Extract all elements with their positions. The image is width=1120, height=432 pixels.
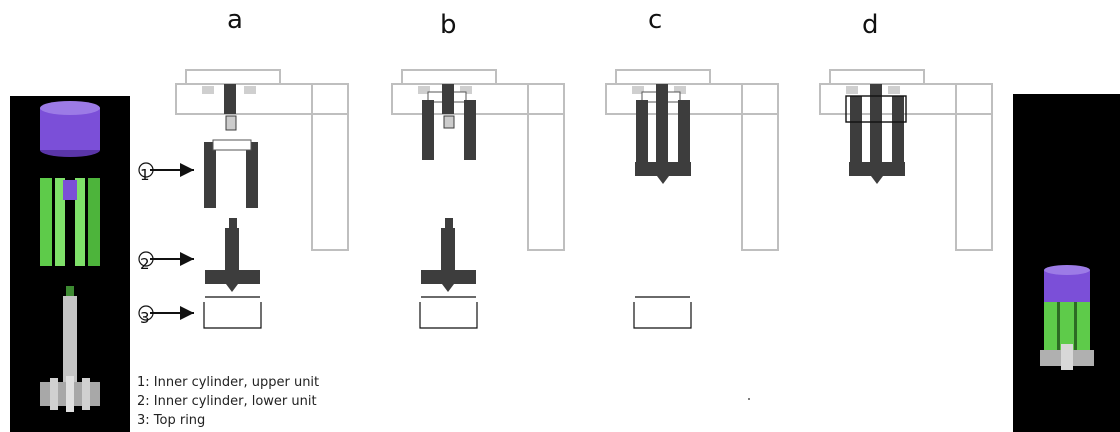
panel-d-point	[871, 176, 883, 184]
panel-c-right-leg	[678, 100, 690, 164]
callout-circle-3	[138, 305, 154, 321]
panel-d-center-shaft	[870, 84, 882, 164]
panel-label-b: b	[440, 10, 457, 40]
right-green-body	[1044, 294, 1090, 350]
right-base-fin	[1061, 344, 1073, 370]
left-green-inner-purple	[63, 180, 77, 200]
right-green-slot-1	[1057, 294, 1060, 350]
panel-c-frame	[605, 69, 779, 251]
panel-a-unit2-point	[226, 284, 238, 292]
panel-c	[605, 69, 779, 329]
legend-item-2: 2: Inner cylinder, lower unit	[137, 394, 317, 409]
panel-d-left-leg	[850, 96, 862, 164]
left-purple-cylinder-top	[40, 101, 100, 115]
callout-number-2: 2	[140, 255, 150, 273]
left-green-segment-3	[75, 178, 85, 266]
panel-b-unit2-tip	[445, 218, 453, 230]
panel-d	[819, 69, 993, 251]
panel-d-frame-fitting-left	[846, 86, 858, 94]
legend-item-1: 1: Inner cylinder, upper unit	[137, 375, 320, 390]
panel-b-left-leg	[422, 100, 434, 160]
left-shaft	[63, 296, 77, 384]
left-base-fin-3	[82, 378, 90, 410]
callout-circle-1	[138, 162, 154, 178]
panel-c-left-leg	[636, 100, 648, 164]
panel-b-ring	[419, 302, 478, 329]
callout-number-3: 3	[140, 309, 150, 327]
panel-d-frame-fitting-right	[888, 86, 900, 94]
exploded-render-left	[10, 96, 130, 432]
legend-item-3: 3: Top ring	[137, 413, 206, 428]
panel-a-shaft-cap	[225, 115, 237, 131]
panel-a-center-shaft	[224, 84, 236, 114]
left-shaft-tip	[66, 286, 74, 298]
assembled-render-right-svg	[1040, 265, 1094, 370]
panel-b-center-shaft	[442, 84, 454, 114]
panel-d-ring-outline	[845, 95, 907, 123]
panel-c-point	[657, 176, 669, 184]
panel-c-ring	[633, 302, 692, 329]
panel-b-right-leg	[464, 100, 476, 160]
stray-dot	[748, 398, 750, 400]
panel-a-unit2-tip	[229, 218, 237, 230]
panel-label-c: c	[648, 5, 663, 35]
right-purple-top	[1044, 270, 1090, 302]
panel-a-unit2-stem	[225, 228, 239, 270]
panel-a-ring	[203, 302, 262, 329]
panel-b-unit2-bar	[421, 270, 476, 284]
exploded-render-left-svg	[40, 101, 100, 412]
panel-b	[391, 69, 565, 329]
panel-b-frame-fitting-left	[418, 86, 430, 94]
panel-b-shaft-cap	[443, 115, 455, 129]
panel-c-bar	[635, 162, 691, 176]
callout-circle-2	[138, 251, 154, 267]
panel-d-bar	[849, 162, 905, 176]
panel-b-frame	[391, 69, 565, 251]
panel-c-center-shaft	[656, 84, 668, 164]
legend: 1: Inner cylinder, upper unit 2: Inner c…	[137, 373, 319, 430]
right-purple-cap	[1044, 265, 1090, 275]
panel-a-unit1-left-leg	[204, 142, 216, 208]
panel-label-a: a	[227, 5, 243, 35]
panel-c-frame-fitting-right	[674, 86, 686, 94]
panel-a-unit2-bar	[205, 270, 260, 284]
left-green-segment-1	[40, 178, 52, 266]
right-green-slot-2	[1074, 294, 1077, 350]
panel-a-frame-fitting-right	[244, 86, 256, 94]
panel-a-unit1-right-leg	[246, 142, 258, 208]
panel-a-frame	[175, 69, 349, 251]
assembled-render-right	[1013, 94, 1120, 432]
left-base-fin-1	[50, 378, 58, 410]
left-green-segment-4	[88, 178, 100, 266]
panel-c-frame-fitting-left	[632, 86, 644, 94]
callout-arrows: 1 2 3	[138, 162, 194, 327]
panel-b-unit2-stem	[441, 228, 455, 270]
callout-number-1: 1	[140, 166, 150, 184]
panel-b-frame-fitting-right	[460, 86, 472, 94]
panel-a	[175, 69, 349, 329]
panel-a-frame-fitting-left	[202, 86, 214, 94]
left-base-fin-2	[66, 376, 74, 412]
panel-d-right-leg	[892, 96, 904, 164]
left-green-segment-2	[55, 178, 65, 266]
panel-b-unit2-point	[442, 284, 454, 292]
panel-a-unit1-top-ring	[212, 139, 252, 151]
panel-label-d: d	[862, 10, 879, 40]
